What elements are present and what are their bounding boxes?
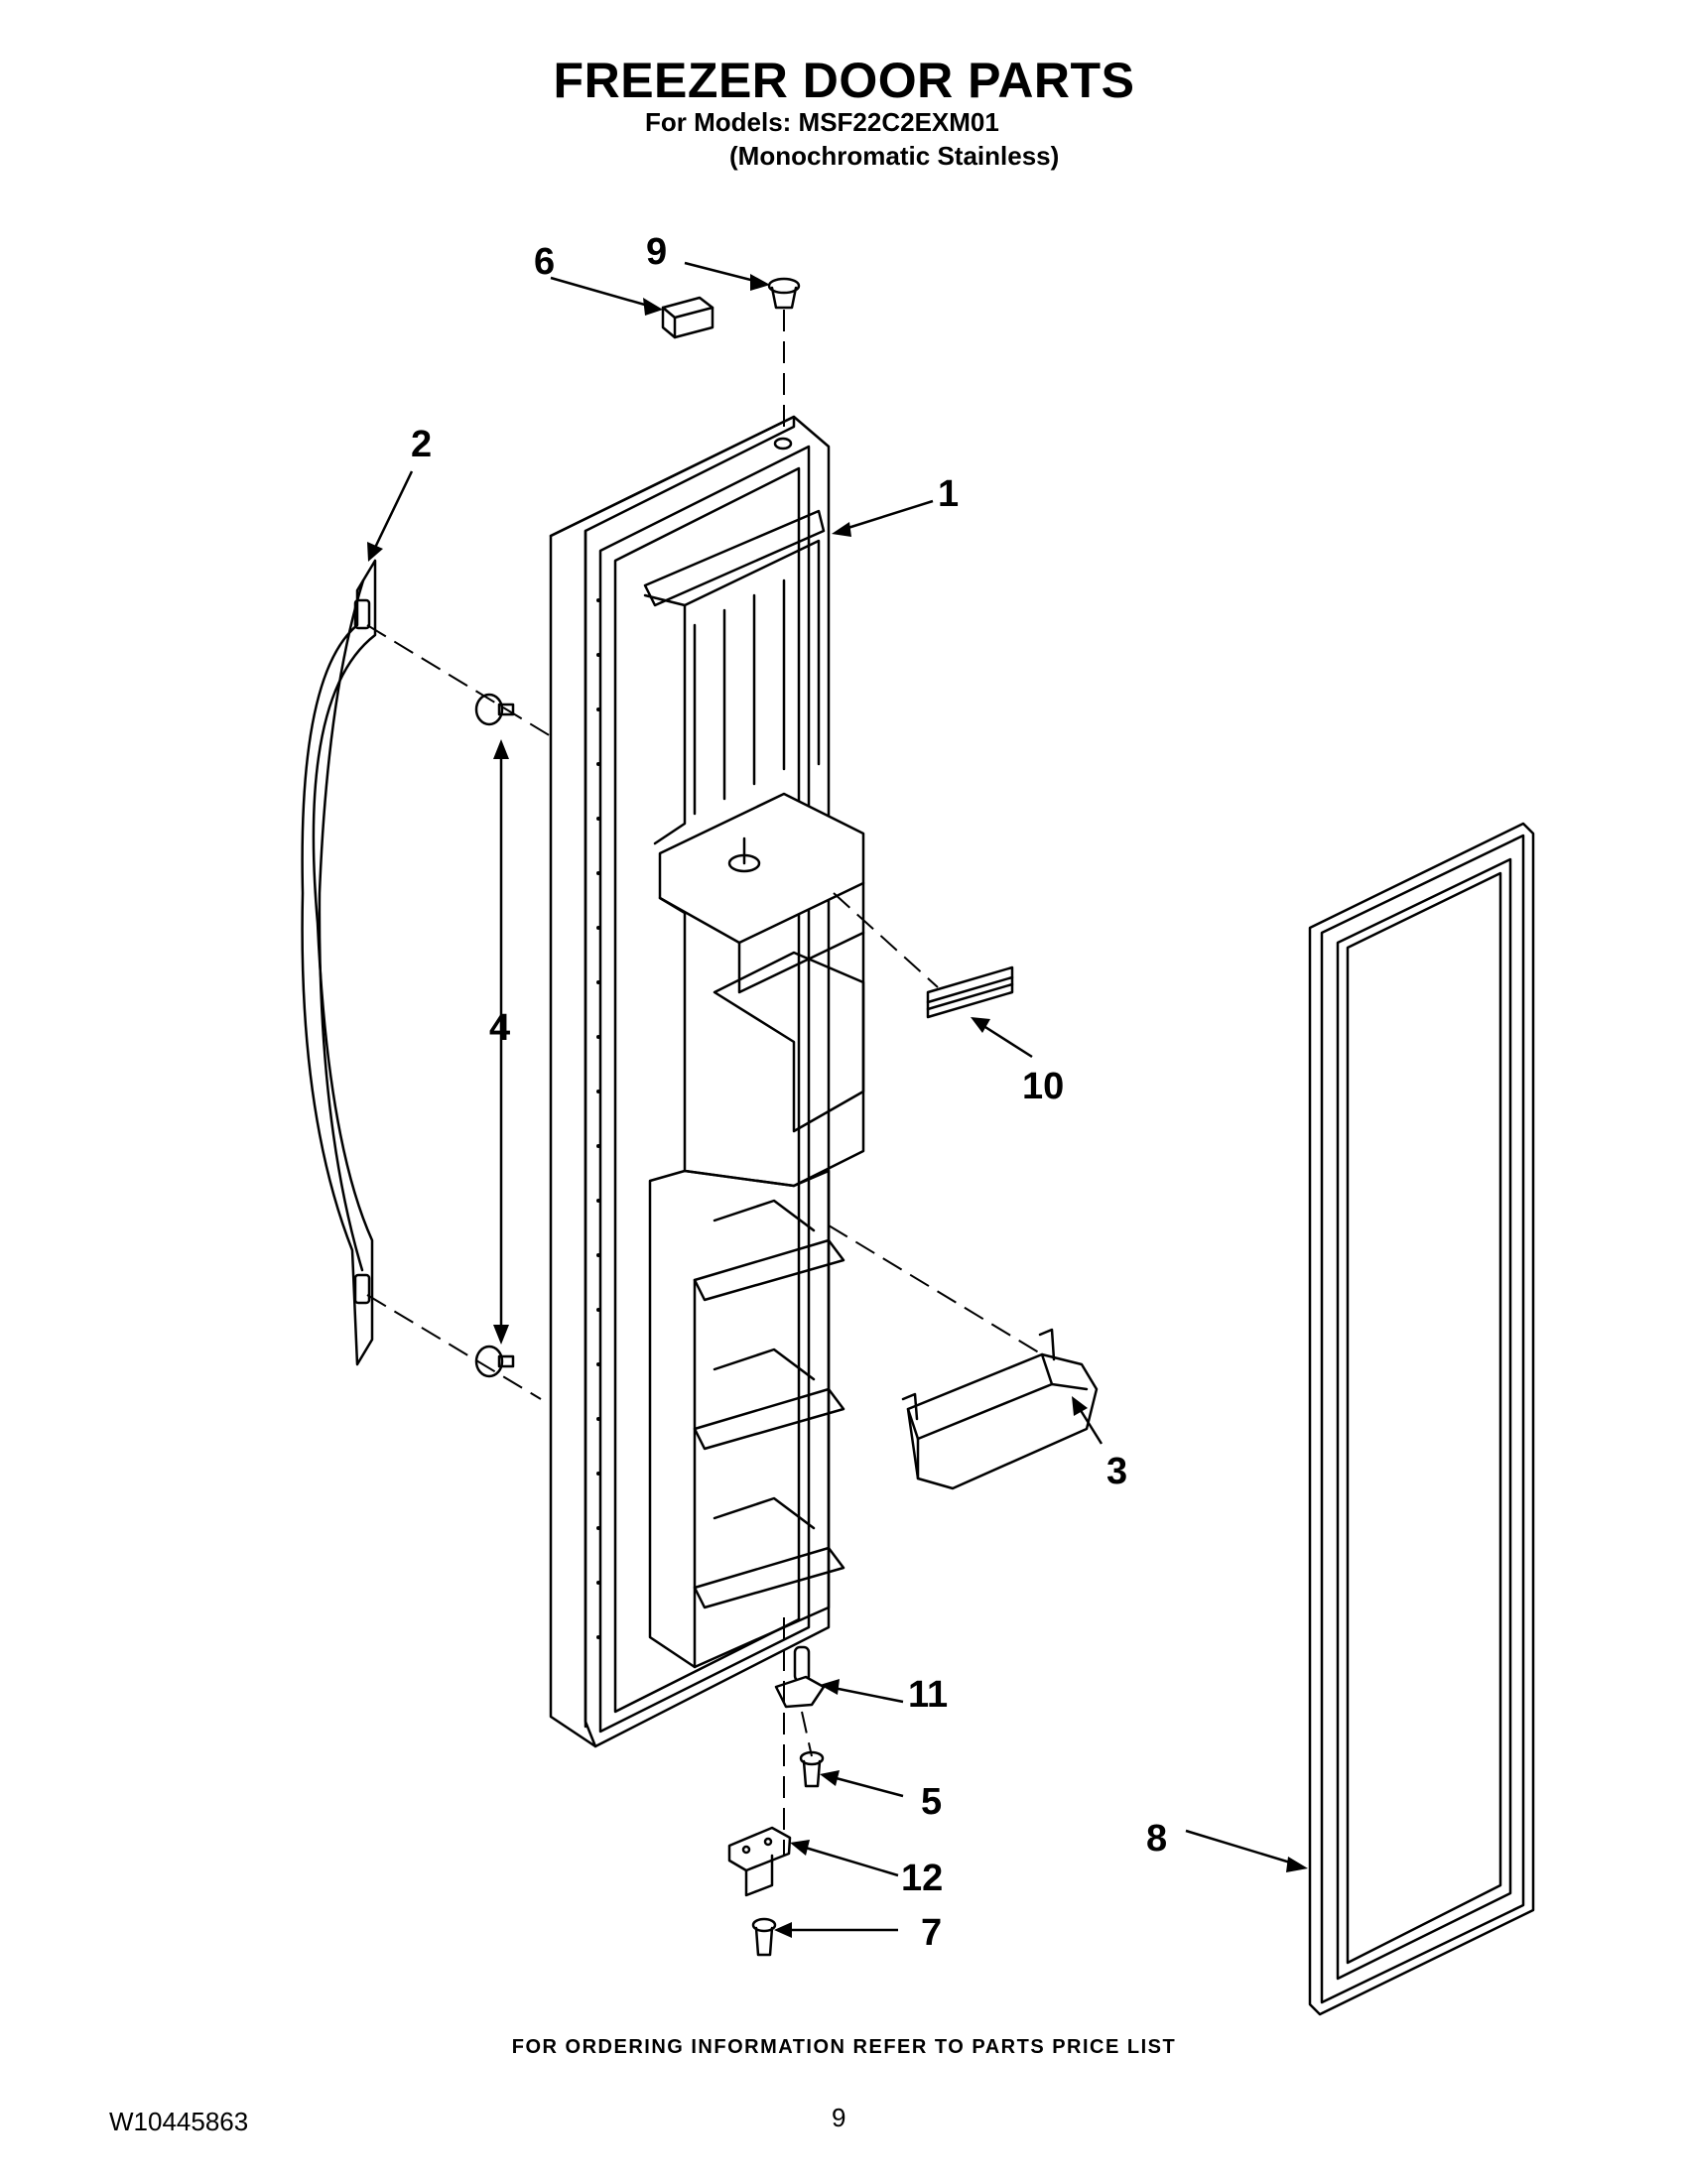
callout-1: 1	[938, 473, 959, 515]
door-liner-part	[549, 415, 865, 1748]
callout-8: 8	[1146, 1818, 1167, 1860]
door-bin-part	[901, 1328, 1099, 1490]
screw-7-part	[751, 1917, 777, 1957]
callout-4: 4	[489, 1007, 510, 1049]
door-gasket-part	[1308, 822, 1535, 2016]
callout-7: 7	[921, 1912, 942, 1954]
callout-3: 3	[1106, 1451, 1127, 1492]
page-title: FREEZER DOOR PARTS	[553, 53, 1135, 108]
document-number: W10445863	[109, 2107, 249, 2136]
ordering-note: FOR ORDERING INFORMATION REFER TO PARTS …	[511, 2036, 1177, 2058]
clip-part	[661, 296, 714, 339]
leader-arrows	[370, 261, 1301, 1932]
hinge-pin-part	[774, 1645, 826, 1709]
door-handle-part	[301, 559, 377, 1366]
callout-2: 2	[411, 424, 432, 465]
trim-strip-part	[926, 965, 1014, 1019]
handle-stud-parts	[474, 693, 515, 1378]
callout-5: 5	[921, 1781, 942, 1823]
arrowheads	[367, 274, 1308, 1938]
callout-9: 9	[646, 231, 667, 273]
callout-10: 10	[1022, 1066, 1064, 1107]
callout-12: 12	[901, 1858, 943, 1899]
callout-labels: 6 9 2 1 4 10 3 11 5 12 7 8	[411, 231, 1167, 1954]
callout-6: 6	[534, 241, 555, 283]
screw-5-part	[799, 1750, 825, 1788]
hinge-plate-part	[727, 1826, 792, 1897]
alignment-lines	[366, 310, 1043, 1856]
callout-11: 11	[908, 1674, 948, 1716]
page-number: 9	[832, 2103, 846, 2132]
plug-part	[767, 277, 801, 310]
finish-line: (Monochromatic Stainless)	[729, 141, 1060, 171]
models-line: For Models: MSF22C2EXM01	[645, 107, 999, 137]
